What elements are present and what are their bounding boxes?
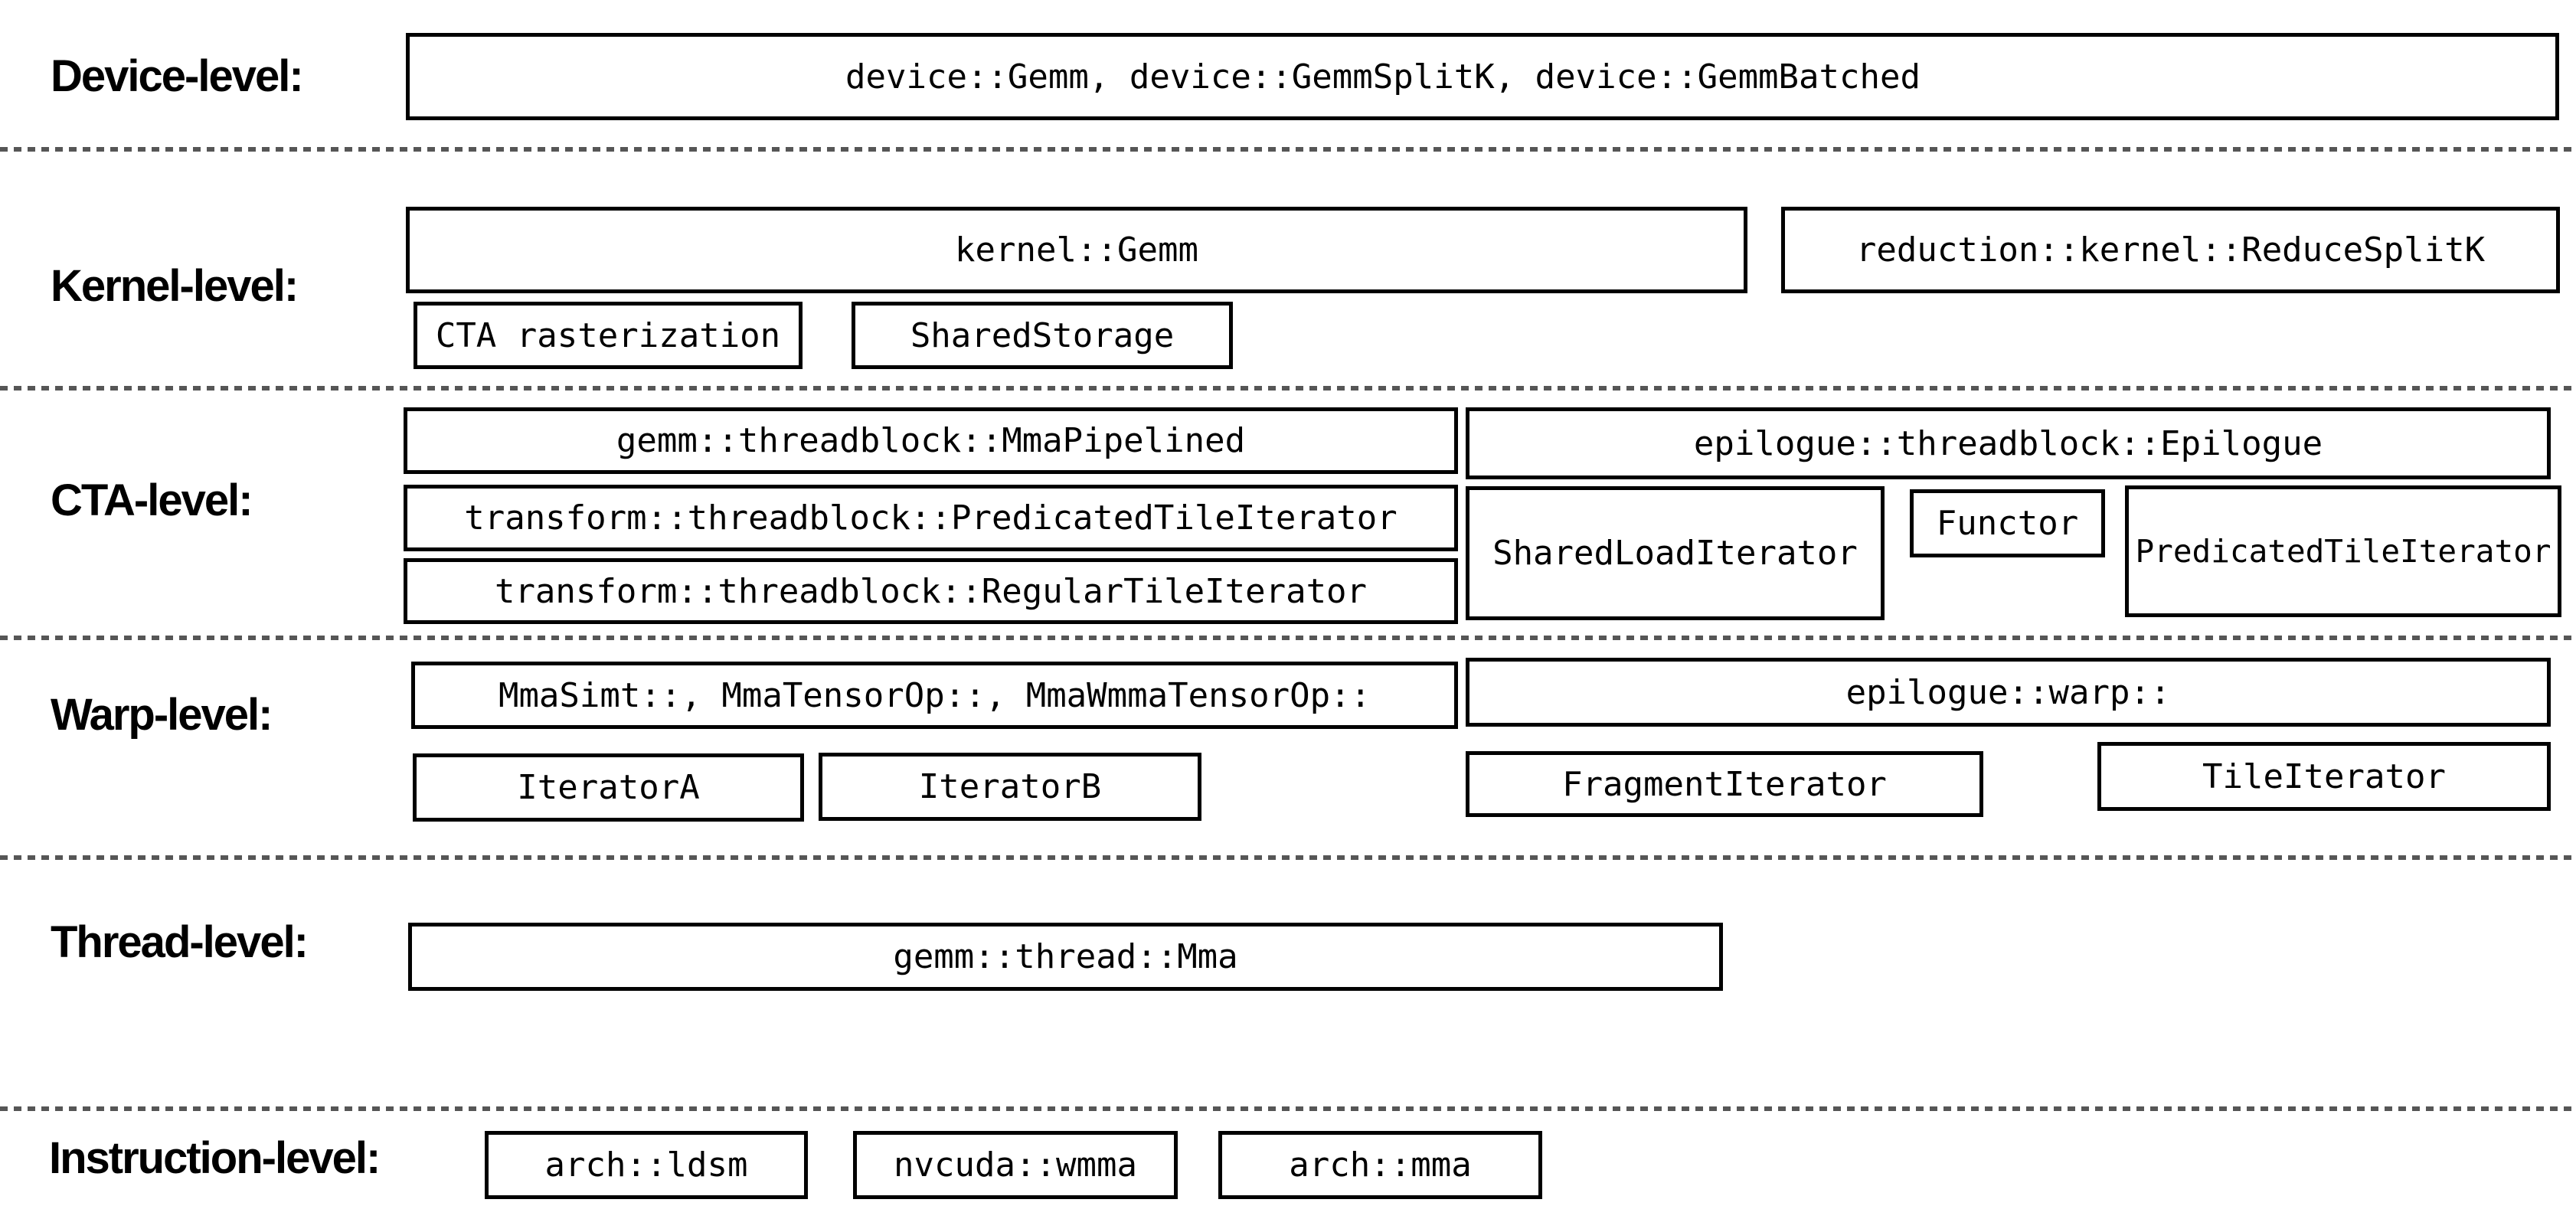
row-divider xyxy=(0,855,2576,860)
box-tile-iterator-text: TileIterator xyxy=(2202,757,2446,796)
cta-level-label: CTA-level: xyxy=(51,476,253,525)
box-predicated-tile-iterator-transform-text: transform::threadblock::PredicatedTileIt… xyxy=(464,498,1398,538)
box-epilogue-warp: epilogue::warp:: xyxy=(1466,658,2551,727)
box-mma-simt-tensorop: MmaSimt::, MmaTensorOp::, MmaWmmaTensorO… xyxy=(411,662,1458,729)
box-cta-rasterization-text: CTA rasterization xyxy=(435,315,781,355)
box-shared-storage: SharedStorage xyxy=(852,302,1233,369)
box-epilogue-warp-text: epilogue::warp:: xyxy=(1845,672,2171,712)
warp-level-label: Warp-level: xyxy=(51,690,273,740)
box-device-gemm-text: device::Gemm, device::GemmSplitK, device… xyxy=(845,57,1921,96)
box-predicated-tile-iterator-epilogue-text: PredicatedTileIterator xyxy=(2135,533,2551,570)
box-shared-storage-text: SharedStorage xyxy=(910,315,1175,355)
row-divider xyxy=(0,1106,2576,1111)
box-functor-text: Functor xyxy=(1936,504,2079,543)
box-nvcuda-wmma: nvcuda::wmma xyxy=(853,1131,1178,1199)
box-predicated-tile-iterator-epilogue: PredicatedTileIterator xyxy=(2125,485,2561,617)
box-iterator-a-text: IteratorA xyxy=(517,768,700,807)
box-iterator-b-text: IteratorB xyxy=(918,767,1102,806)
row-divider xyxy=(0,147,2576,152)
box-gemm-thread-mma: gemm::thread::Mma xyxy=(408,923,1723,991)
box-reduce-splitk: reduction::kernel::ReduceSplitK xyxy=(1781,207,2560,293)
box-kernel-gemm-text: kernel::Gemm xyxy=(955,230,1198,270)
box-arch-ldsm-text: arch::ldsm xyxy=(544,1145,748,1185)
box-device-gemm: device::Gemm, device::GemmSplitK, device… xyxy=(406,33,2559,120)
box-epilogue-threadblock-text: epilogue::threadblock::Epilogue xyxy=(1693,423,2323,463)
box-cta-rasterization: CTA rasterization xyxy=(414,302,803,369)
box-arch-mma: arch::mma xyxy=(1218,1131,1542,1199)
box-gemm-thread-mma-text: gemm::thread::Mma xyxy=(893,937,1238,976)
device-level-label: Device-level: xyxy=(51,51,304,101)
row-divider xyxy=(0,386,2576,391)
box-iterator-a: IteratorA xyxy=(413,753,804,822)
box-shared-load-iterator: SharedLoadIterator xyxy=(1466,486,1885,620)
box-fragment-iterator: FragmentIterator xyxy=(1466,751,1983,817)
box-epilogue-threadblock: epilogue::threadblock::Epilogue xyxy=(1466,407,2551,479)
box-arch-mma-text: arch::mma xyxy=(1289,1145,1472,1185)
box-mma-simt-tensorop-text: MmaSimt::, MmaTensorOp::, MmaWmmaTensorO… xyxy=(498,675,1371,715)
box-fragment-iterator-text: FragmentIterator xyxy=(1562,764,1887,804)
box-reduce-splitk-text: reduction::kernel::ReduceSplitK xyxy=(1855,230,2486,270)
box-mma-pipelined: gemm::threadblock::MmaPipelined xyxy=(404,407,1458,474)
box-mma-pipelined-text: gemm::threadblock::MmaPipelined xyxy=(616,421,1246,460)
box-functor: Functor xyxy=(1910,489,2105,557)
box-iterator-b: IteratorB xyxy=(819,753,1201,821)
row-divider xyxy=(0,636,2576,640)
box-nvcuda-wmma-text: nvcuda::wmma xyxy=(894,1145,1137,1185)
box-kernel-gemm: kernel::Gemm xyxy=(406,207,1747,293)
instruction-level-label: Instruction-level: xyxy=(49,1133,381,1183)
thread-level-label: Thread-level: xyxy=(51,917,309,967)
box-regular-tile-iterator-text: transform::threadblock::RegularTileItera… xyxy=(494,571,1368,611)
box-shared-load-iterator-text: SharedLoadIterator xyxy=(1492,534,1858,573)
box-tile-iterator: TileIterator xyxy=(2097,742,2551,811)
box-predicated-tile-iterator-transform: transform::threadblock::PredicatedTileIt… xyxy=(404,485,1458,551)
box-arch-ldsm: arch::ldsm xyxy=(485,1131,808,1199)
box-regular-tile-iterator: transform::threadblock::RegularTileItera… xyxy=(404,558,1458,624)
kernel-level-label: Kernel-level: xyxy=(51,261,299,311)
